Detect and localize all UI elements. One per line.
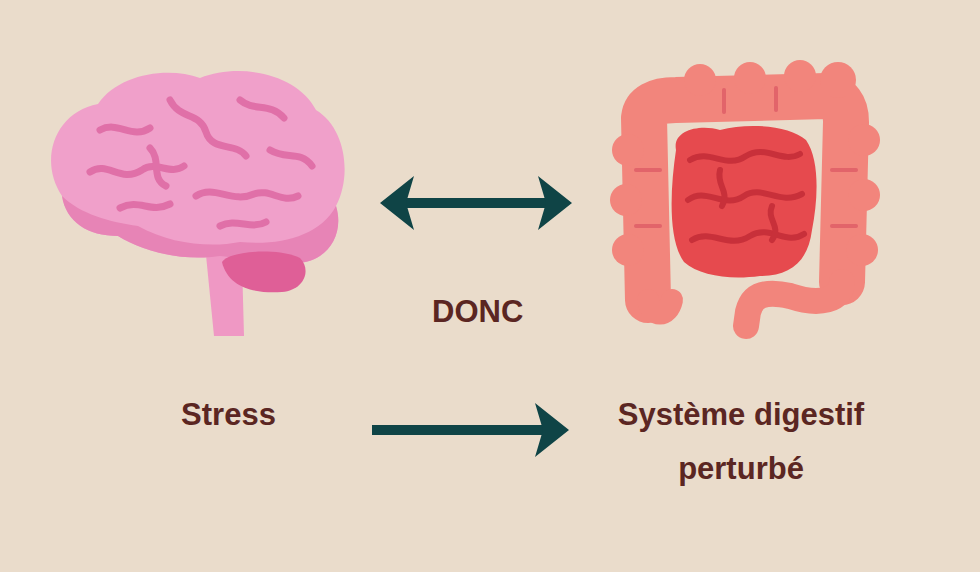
double-arrow (380, 176, 572, 230)
intestine-illustration (610, 60, 880, 326)
conclusion-word: DONC (432, 294, 523, 330)
effect-text: Système digestif perturbé (591, 388, 891, 496)
brain-illustration (51, 71, 345, 336)
cause-text: Stress (175, 388, 282, 442)
arrow-connector (372, 403, 569, 457)
node-text: Système digestif perturbé (597, 388, 885, 496)
node-text: Stress (181, 388, 276, 442)
